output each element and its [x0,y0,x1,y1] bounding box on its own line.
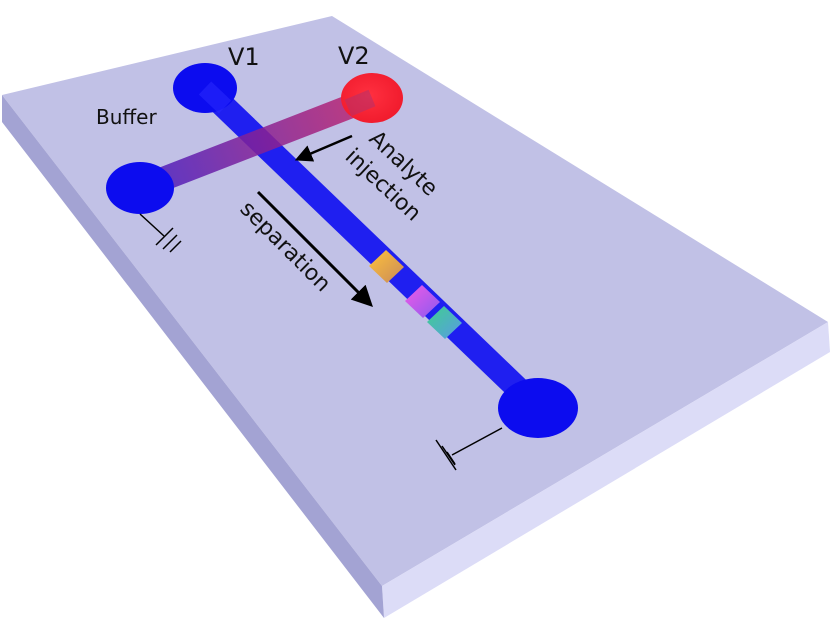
reservoir-buffer-waste [106,162,174,214]
chip-side-face [2,95,384,618]
label-v2: V2 [338,42,370,70]
analyte-band-green [427,306,462,339]
separation-arrow-icon [256,190,373,307]
injection-channel [135,86,377,200]
injection-arrow-icon [294,134,353,162]
label-v1: V1 [228,43,260,71]
reservoir-separation-waste [498,378,578,438]
chip-front-face [382,322,830,618]
label-buffer: Buffer [96,105,157,129]
analyte-band-orange [369,250,404,283]
ground-symbol-right [435,427,503,471]
analyte-band-magenta [405,285,440,318]
analyte-bands [369,250,462,339]
channel-overlay-v2 [344,89,376,117]
channel-overlay-v1 [198,81,232,114]
ground-symbol-left [139,213,182,253]
